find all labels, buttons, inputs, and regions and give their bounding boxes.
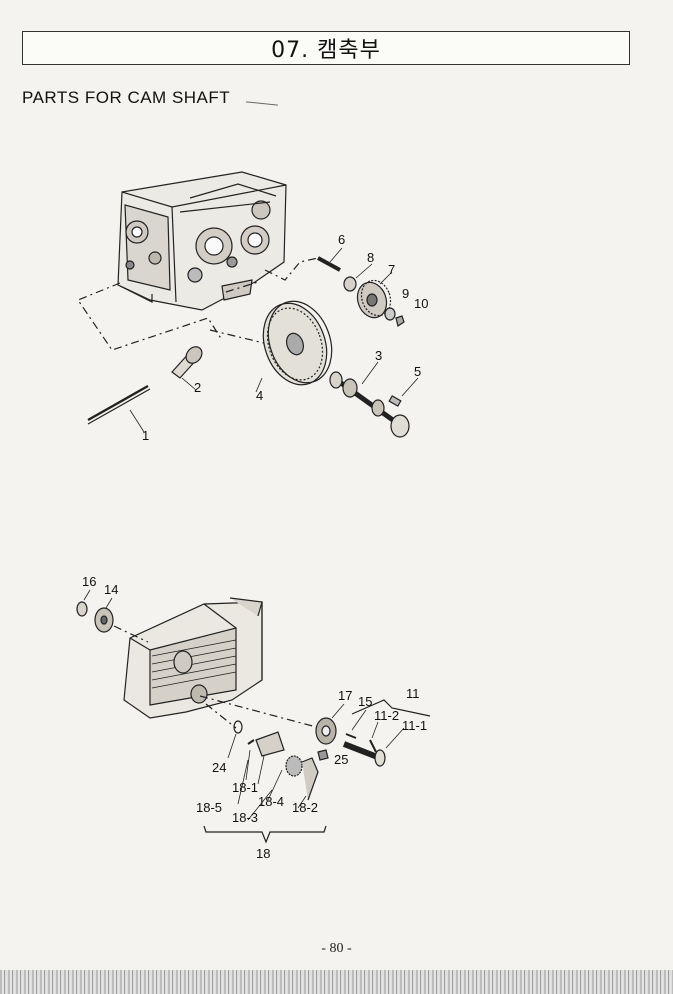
label-part-3: 3: [375, 348, 382, 363]
part-15-pin-illustration: [345, 709, 367, 739]
label-part-7: 7: [388, 262, 395, 277]
part-3-camshaft-illustration: [329, 361, 410, 438]
part-4-gear-illustration: [255, 300, 333, 393]
label-part-11: 11: [406, 686, 420, 701]
label-part-18-1: 18-1: [232, 780, 258, 795]
title-box: 07. 캠축부: [22, 31, 630, 65]
section-subtitle: PARTS FOR CAM SHAFT: [22, 88, 231, 107]
part-8-bushing-illustration: [343, 263, 373, 292]
label-part-6: 6: [338, 232, 345, 247]
part-18-lever-assembly-illustration: [203, 731, 327, 844]
part-14-gear-illustration: [94, 597, 114, 633]
label-part-25: 25: [334, 752, 348, 767]
label-part-17: 17: [338, 688, 352, 703]
label-part-1: 1: [142, 428, 149, 443]
page-number: - 80 -: [321, 941, 352, 956]
part-24-oring-illustration: [227, 720, 243, 759]
label-part-18-2: 18-2: [292, 800, 318, 815]
part-17-bearing-illustration: [315, 703, 345, 745]
part-6-pin-illustration: [317, 247, 343, 272]
label-part-11-2: 11-2: [374, 708, 399, 723]
label-part-11-1: 11-1: [402, 718, 427, 733]
page-title: 07. 캠축부: [271, 38, 381, 63]
label-part-24: 24: [212, 760, 226, 775]
label-part-18-4: 18-4: [258, 794, 284, 809]
part-7-gear-illustration: [356, 271, 393, 319]
gear-case-illustration: [123, 597, 263, 719]
cam-housing-illustration: [117, 171, 287, 311]
label-part-5: 5: [414, 364, 421, 379]
part-16-washer-illustration: [76, 589, 91, 617]
label-part-8: 8: [367, 250, 374, 265]
label-part-18: 18: [256, 846, 270, 861]
label-part-10: 10: [414, 296, 428, 311]
label-part-16: 16: [82, 574, 96, 589]
scan-edge-strip: [0, 970, 673, 994]
part-2-bolt-illustration: [171, 346, 203, 391]
label-part-18-3: 18-3: [232, 810, 258, 825]
label-part-4: 4: [256, 388, 263, 403]
label-part-18-5: 18-5: [196, 800, 222, 815]
part-10-nut-illustration: [395, 315, 405, 327]
part-5-key-illustration: [388, 377, 419, 407]
part-11-shaft-illustration: [342, 699, 431, 767]
part-1-rod-illustration: [87, 384, 151, 433]
label-part-15: 15: [358, 694, 372, 709]
label-part-14: 14: [104, 582, 118, 597]
part-9-washer-illustration: [384, 307, 396, 321]
part-25-nut-illustration: [317, 749, 329, 761]
label-part-2: 2: [194, 380, 201, 395]
label-part-9: 9: [402, 286, 409, 301]
